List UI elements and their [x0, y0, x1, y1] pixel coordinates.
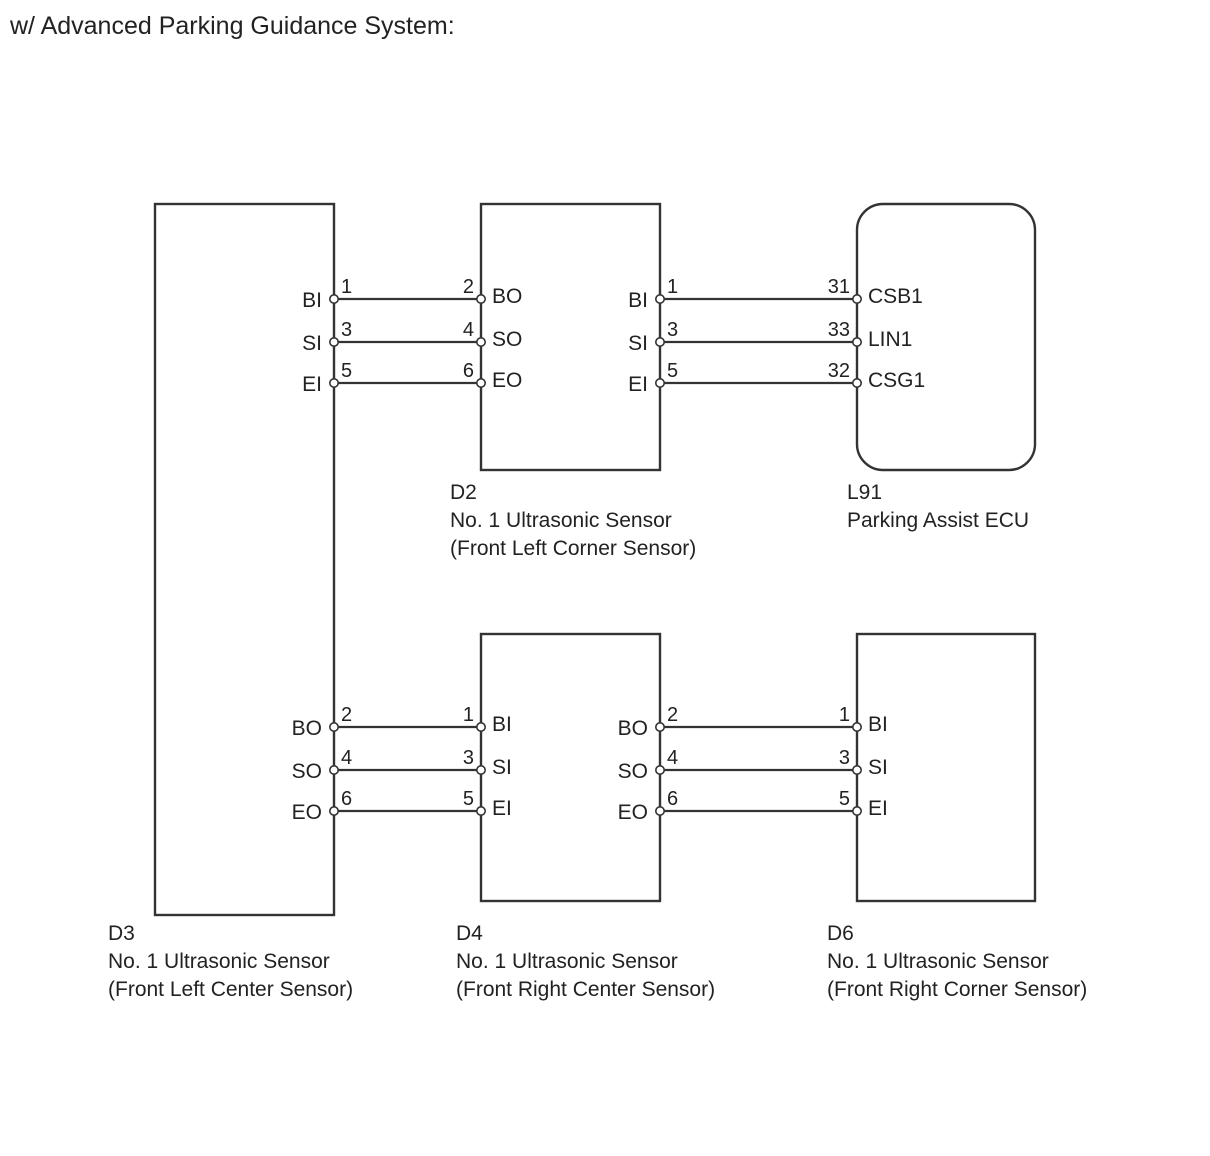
terminal-name-d3-bo: BO: [292, 717, 322, 740]
terminal-d2-pin-1: [654, 293, 665, 304]
terminal-name-l91-csg1: CSG1: [868, 369, 925, 392]
pin-number-d4-1: 1: [463, 704, 474, 726]
component-caption-l91-line-2: Parking Assist ECU: [847, 509, 1029, 532]
terminal-d3-pin-2: [328, 721, 339, 732]
component-caption-d2-line-1: D2: [450, 481, 477, 504]
terminal-name-d3-si: SI: [302, 332, 322, 355]
terminal-name-d6-bi: BI: [868, 713, 888, 736]
component-caption-d4-line-2: No. 1 Ultrasonic Sensor: [456, 950, 678, 973]
pin-number-d2-4: 4: [463, 319, 474, 341]
component-caption-d3-line-2: No. 1 Ultrasonic Sensor: [108, 950, 330, 973]
component-caption-d4-line-1: D4: [456, 922, 483, 945]
component-caption-d2-line-3: (Front Left Corner Sensor): [450, 537, 696, 560]
terminal-name-d2-eo: EO: [492, 369, 522, 392]
component-caption-d4-line-3: (Front Right Center Sensor): [456, 978, 715, 1001]
terminal-name-d2-ei: EI: [628, 373, 648, 396]
pin-number-d4-4: 4: [667, 747, 678, 769]
component-caption-d6-line-3: (Front Right Corner Sensor): [827, 978, 1087, 1001]
component-box-l91: [855, 202, 1037, 472]
terminal-d3-pin-5: [328, 377, 339, 388]
terminal-l91-pin-32: [851, 377, 862, 388]
terminal-d6-pin-3: [851, 764, 862, 775]
pin-number-d4-2: 2: [667, 704, 678, 726]
component-caption-d3-line-1: D3: [108, 922, 135, 945]
pin-number-d3-2: 2: [341, 704, 352, 726]
terminal-d4-pin-4: [654, 764, 665, 775]
component-caption-l91-line-1: L91: [847, 481, 882, 504]
terminal-d2-pin-3: [654, 336, 665, 347]
terminal-d4-pin-2: [654, 721, 665, 732]
component-caption-d6-line-1: D6: [827, 922, 854, 945]
terminal-name-l91-lin1: LIN1: [868, 328, 912, 351]
pin-number-d2-3: 3: [667, 319, 678, 341]
terminal-name-d4-bo: BO: [618, 717, 648, 740]
terminal-d2-pin-2: [475, 293, 486, 304]
pin-number-d2-6: 6: [463, 360, 474, 382]
pin-number-d3-3: 3: [341, 319, 352, 341]
terminal-d4-pin-6: [654, 805, 665, 816]
pin-number-l91-32: 32: [828, 360, 850, 382]
terminal-d2-pin-5: [654, 377, 665, 388]
pin-number-d2-2: 2: [463, 276, 474, 298]
pin-number-d6-5: 5: [839, 788, 850, 810]
pin-number-d3-4: 4: [341, 747, 352, 769]
component-box-d6: [855, 632, 1037, 903]
component-caption-d6-line-2: No. 1 Ultrasonic Sensor: [827, 950, 1049, 973]
terminal-name-l91-csb1: CSB1: [868, 285, 923, 308]
pin-number-l91-33: 33: [828, 319, 850, 341]
terminal-name-d6-ei: EI: [868, 797, 888, 820]
terminal-name-d3-bi: BI: [302, 289, 322, 312]
terminal-l91-pin-31: [851, 293, 862, 304]
terminal-name-d4-si: SI: [492, 756, 512, 779]
component-caption-d2-line-2: No. 1 Ultrasonic Sensor: [450, 509, 672, 532]
terminal-d3-pin-3: [328, 336, 339, 347]
pin-number-d3-1: 1: [341, 276, 352, 298]
terminal-d3-pin-6: [328, 805, 339, 816]
pin-number-d4-6: 6: [667, 788, 678, 810]
terminal-d3-pin-1: [328, 293, 339, 304]
component-box-d3: [153, 202, 336, 917]
pin-number-d2-1: 1: [667, 276, 678, 298]
terminal-name-d4-ei: EI: [492, 797, 512, 820]
terminal-d4-pin-5: [475, 805, 486, 816]
terminal-d3-pin-4: [328, 764, 339, 775]
terminal-name-d3-ei: EI: [302, 373, 322, 396]
pin-number-d3-5: 5: [341, 360, 352, 382]
pin-number-d3-6: 6: [341, 788, 352, 810]
pin-number-d6-3: 3: [839, 747, 850, 769]
terminal-name-d6-si: SI: [868, 756, 888, 779]
terminal-d6-pin-5: [851, 805, 862, 816]
pin-number-d4-5: 5: [463, 788, 474, 810]
component-box-d2: [479, 202, 662, 472]
terminal-name-d2-bi: BI: [628, 289, 648, 312]
page-title: w/ Advanced Parking Guidance System:: [10, 12, 455, 40]
pin-number-l91-31: 31: [828, 276, 850, 298]
pin-number-d6-1: 1: [839, 704, 850, 726]
pin-number-d4-3: 3: [463, 747, 474, 769]
terminal-name-d2-si: SI: [628, 332, 648, 355]
terminal-name-d3-eo: EO: [292, 801, 322, 824]
terminal-l91-pin-33: [851, 336, 862, 347]
terminal-name-d2-bo: BO: [492, 285, 522, 308]
terminal-name-d4-bi: BI: [492, 713, 512, 736]
terminal-d4-pin-3: [475, 764, 486, 775]
pin-number-d2-5: 5: [667, 360, 678, 382]
terminal-name-d4-so: SO: [618, 760, 648, 783]
terminal-name-d4-eo: EO: [618, 801, 648, 824]
terminal-name-d2-so: SO: [492, 328, 522, 351]
terminal-d2-pin-6: [475, 377, 486, 388]
terminal-d2-pin-4: [475, 336, 486, 347]
terminal-d6-pin-1: [851, 721, 862, 732]
terminal-name-d3-so: SO: [292, 760, 322, 783]
terminal-d4-pin-1: [475, 721, 486, 732]
component-caption-d3-line-3: (Front Left Center Sensor): [108, 978, 353, 1001]
